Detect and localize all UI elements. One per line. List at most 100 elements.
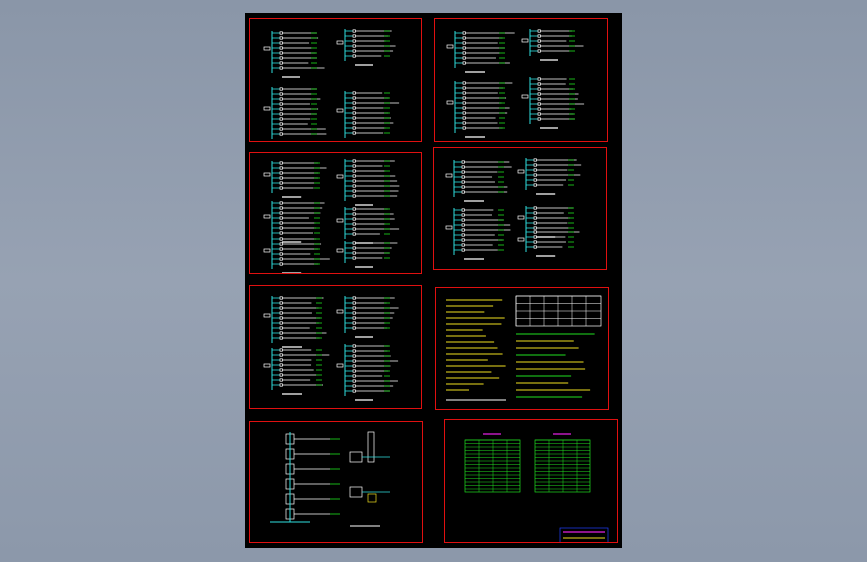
- riser-diagram-5: [263, 296, 399, 401]
- cad-rect: [279, 201, 283, 205]
- cad-rect: [462, 51, 466, 55]
- cad-rect: [279, 186, 283, 190]
- cad-rect: [461, 185, 465, 189]
- cad-rect: [279, 122, 283, 126]
- cad-rect: [462, 126, 466, 130]
- panel-riser-2[interactable]: [434, 18, 608, 142]
- cad-rect: [263, 313, 271, 318]
- cad-rect: [537, 107, 541, 111]
- cad-rect: [279, 127, 283, 131]
- cad-rect: [279, 171, 283, 175]
- cad-rect: [352, 311, 356, 315]
- cad-rect: [462, 91, 466, 95]
- cad-rect: [279, 336, 283, 340]
- cad-rect: [352, 106, 356, 110]
- cad-rect: [352, 101, 356, 105]
- cad-rect: [279, 363, 283, 367]
- cad-rect: [349, 486, 363, 498]
- cad-rect: [279, 316, 283, 320]
- cad-rect: [352, 384, 356, 388]
- cad-rect: [279, 107, 283, 111]
- panel-design-notes[interactable]: [435, 287, 609, 410]
- cad-rect: [461, 238, 465, 242]
- cad-rect: [279, 237, 283, 241]
- cad-rect: [446, 44, 454, 49]
- panel-system-schematic[interactable]: [249, 421, 423, 543]
- cad-rect: [279, 331, 283, 335]
- cad-rect: [352, 301, 356, 305]
- cad-rect: [279, 31, 283, 35]
- cad-rect: [279, 296, 283, 300]
- cad-rect: [352, 179, 356, 183]
- cad-rect: [352, 364, 356, 368]
- cad-rect: [352, 359, 356, 363]
- cad-rect: [352, 316, 356, 320]
- cad-rect: [352, 354, 356, 358]
- cad-rect: [517, 169, 525, 174]
- panel-riser-1[interactable]: [249, 18, 422, 142]
- cad-rect: [279, 36, 283, 40]
- cad-rect: [279, 132, 283, 136]
- cad-rect: [461, 223, 465, 227]
- cad-rect: [521, 94, 529, 99]
- cad-rect: [352, 131, 356, 135]
- panel-riser-3[interactable]: [249, 152, 422, 274]
- cad-rect: [517, 237, 525, 242]
- cad-rect: [462, 86, 466, 90]
- system-schematic: [270, 431, 390, 527]
- cad-rect: [279, 306, 283, 310]
- cad-rect: [533, 230, 537, 234]
- cad-rect: [352, 159, 356, 163]
- cad-rect: [462, 61, 466, 65]
- cad-rect: [352, 379, 356, 383]
- cad-rect: [279, 97, 283, 101]
- cad-rect: [533, 163, 537, 167]
- cad-rect: [462, 101, 466, 105]
- cad-rect: [352, 217, 356, 221]
- cad-rect: [263, 363, 271, 368]
- cad-rect: [461, 228, 465, 232]
- cad-rect: [336, 363, 344, 368]
- cad-rect: [279, 112, 283, 116]
- cad-rect: [279, 181, 283, 185]
- cad-rect: [352, 111, 356, 115]
- cad-rect: [462, 121, 466, 125]
- cad-rect: [279, 353, 283, 357]
- cad-rect: [537, 92, 541, 96]
- cad-rect: [537, 29, 541, 33]
- cad-rect: [279, 87, 283, 91]
- cad-rect: [279, 211, 283, 215]
- cad-rect: [537, 87, 541, 91]
- cad-rect: [461, 243, 465, 247]
- cad-rect: [336, 174, 344, 179]
- cad-rect: [336, 218, 344, 223]
- panel-riser-5[interactable]: [249, 285, 422, 409]
- cad-rect: [367, 431, 375, 463]
- panel-riser-4[interactable]: [433, 147, 607, 270]
- cad-rect: [537, 112, 541, 116]
- cad-rect: [279, 373, 283, 377]
- cad-rect: [462, 111, 466, 115]
- cad-rect: [461, 170, 465, 174]
- design-notes: [446, 295, 602, 401]
- cad-rect: [352, 34, 356, 38]
- cad-rect: [533, 240, 537, 244]
- cad-rect: [462, 36, 466, 40]
- cad-rect: [336, 40, 344, 45]
- cad-rect: [352, 29, 356, 33]
- cad-rect: [279, 247, 283, 251]
- panel-material-tables[interactable]: [444, 419, 618, 543]
- cad-rect: [537, 49, 541, 53]
- cad-rect: [521, 38, 529, 43]
- cad-rect: [279, 321, 283, 325]
- cad-rect: [279, 368, 283, 372]
- cad-rect: [263, 106, 271, 111]
- cad-rect: [533, 206, 537, 210]
- cad-rect: [352, 349, 356, 353]
- drawing-sheet[interactable]: [245, 13, 622, 548]
- cad-rect: [352, 241, 356, 245]
- cad-rect: [279, 216, 283, 220]
- cad-rect: [461, 165, 465, 169]
- cad-rect: [279, 226, 283, 230]
- cad-rect: [352, 116, 356, 120]
